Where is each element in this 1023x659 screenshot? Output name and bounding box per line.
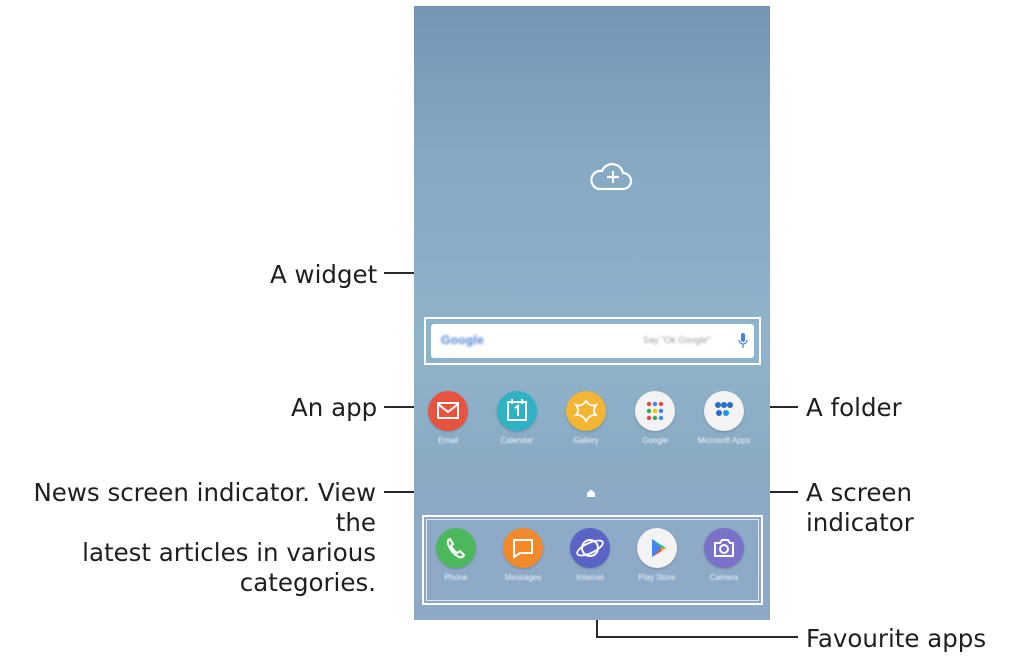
leader-app — [384, 406, 434, 408]
internet-icon — [570, 528, 610, 568]
widget-highlight — [424, 317, 761, 365]
dock-app-messages[interactable]: Messages — [488, 528, 558, 583]
app-label: Calendar — [500, 436, 534, 445]
app-label: Email — [437, 436, 458, 445]
calendar-icon — [497, 391, 537, 431]
app-label: Gallery — [573, 436, 599, 445]
leader-folder — [752, 406, 798, 408]
callout-app: An app — [291, 393, 378, 422]
callout-favourite-apps: Favourite apps — [806, 624, 987, 653]
app-calendar[interactable]: Calendar — [482, 391, 552, 446]
favourite-apps-inner-frame — [426, 519, 759, 601]
dock-app-internet[interactable]: Internet — [555, 528, 625, 583]
dock-app-camera[interactable]: Camera — [689, 528, 759, 583]
phone-icon — [436, 528, 476, 568]
search-hint: Say "Ok Google" — [643, 335, 711, 345]
leader-favourite-vertical — [596, 604, 598, 638]
callout-news-line-2: latest articles in various — [82, 538, 376, 567]
app-email[interactable]: Email — [414, 391, 483, 446]
callout-screen-indicator: A screen indicator — [806, 478, 914, 537]
messages-icon — [503, 528, 543, 568]
callout-news-line-1: News screen indicator. View the — [33, 478, 376, 537]
callout-widget: A widget — [270, 260, 378, 289]
app-label: Play Store — [638, 573, 676, 582]
cloud-add-icon[interactable] — [589, 161, 633, 195]
leader-favourite-horizontal — [596, 636, 798, 638]
callout-news-indicator: News screen indicator. View the latest a… — [0, 478, 376, 598]
app-gallery[interactable]: Gallery — [551, 391, 621, 446]
folder-icon — [704, 391, 744, 431]
home-screen: Google Say "Ok Google" Email Calendar Ga… — [414, 6, 770, 620]
app-label: Messages — [504, 573, 542, 582]
microphone-icon[interactable] — [738, 333, 748, 350]
callout-news-line-3: categories. — [239, 568, 376, 597]
google-search-widget[interactable]: Google Say "Ok Google" — [431, 324, 754, 358]
app-folder-microsoft[interactable]: Microsoft Apps — [689, 391, 759, 446]
app-label: Google — [642, 436, 668, 445]
gallery-icon — [566, 391, 606, 431]
dock-app-phone[interactable]: Phone — [421, 528, 491, 583]
play-store-icon — [637, 528, 677, 568]
app-label: Phone — [444, 573, 468, 582]
app-folder-google[interactable]: Google — [620, 391, 690, 446]
app-label: Internet — [576, 573, 604, 582]
dock-app-play-store[interactable]: Play Store — [622, 528, 692, 583]
callout-folder: A folder — [806, 393, 902, 422]
email-icon — [428, 391, 468, 431]
google-logo: Google — [441, 333, 485, 347]
app-label: Camera — [709, 573, 739, 582]
home-screen-indicator-icon[interactable] — [586, 489, 596, 497]
folder-icon — [635, 391, 675, 431]
camera-icon — [704, 528, 744, 568]
app-label: Microsoft Apps — [697, 436, 751, 445]
favourite-apps-highlight — [422, 515, 763, 605]
